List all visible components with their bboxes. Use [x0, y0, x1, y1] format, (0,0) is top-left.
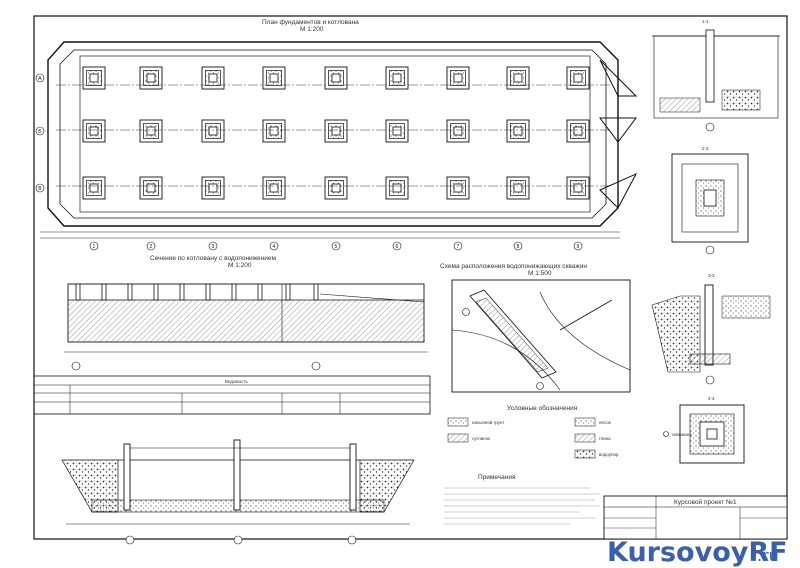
- section-title: Сечение по котловану с водопонижением: [150, 255, 276, 262]
- column-post: [231, 283, 237, 301]
- title-block: Курсовой проект №1: [603, 495, 788, 540]
- column-post: [127, 283, 133, 301]
- foundation-pad: [446, 66, 470, 90]
- pit-cross-section: [61, 439, 415, 545]
- foundation-pad: [446, 119, 470, 143]
- watermark-text: KursovoyRF: [607, 537, 788, 568]
- foundation-pad: [506, 119, 530, 143]
- foundation-pad: [82, 66, 106, 90]
- column-post: [313, 283, 319, 301]
- layout-scale: М 1:500: [528, 270, 552, 277]
- foundation-pad: [201, 119, 225, 143]
- well-layout: Схема расположения водопонижающих скважи…: [440, 263, 631, 393]
- legend-title: Условные обозначения: [507, 404, 578, 412]
- svg-text:водоупор: водоупор: [599, 452, 619, 457]
- foundation-pad: [446, 176, 470, 200]
- foundation-pad: [566, 119, 590, 143]
- foundation-pad: [262, 66, 286, 90]
- sheet-frame: [33, 15, 788, 540]
- svg-text:2: 2: [150, 244, 153, 250]
- notes-title: Примечания: [478, 474, 516, 481]
- excavation-section: Сечение по котловану с водопонижением М …: [64, 255, 428, 371]
- foundation-pad: [566, 176, 590, 200]
- foundation-pad: [82, 119, 106, 143]
- svg-text:1-1: 1-1: [702, 19, 709, 24]
- svg-text:песок: песок: [599, 420, 611, 425]
- foundation-pad: [262, 176, 286, 200]
- svg-text:6: 6: [396, 244, 399, 250]
- section-scale: М 1:200: [228, 262, 252, 269]
- column-post: [205, 283, 211, 301]
- foundation-pad: [385, 66, 409, 90]
- svg-text:3-3: 3-3: [708, 273, 715, 278]
- svg-text:8: 8: [517, 244, 520, 250]
- foundation-pad: [324, 176, 348, 200]
- svg-text:суглинок: суглинок: [472, 436, 490, 441]
- layout-title: Схема расположения водопонижающих скважи…: [440, 263, 587, 270]
- axis-numbers: 1 2 3 4 5 6 7 8 9: [89, 241, 583, 251]
- column-post: [285, 283, 291, 301]
- section-3-3: 3-3: [651, 273, 771, 385]
- svg-text:7: 7: [457, 244, 460, 250]
- section-4-4: 4-4: [679, 396, 745, 464]
- svg-text:4-4: 4-4: [708, 396, 715, 401]
- axis-letter-b: Б: [38, 129, 42, 135]
- foundation-pad: [506, 66, 530, 90]
- svg-text:4: 4: [273, 244, 276, 250]
- foundation-pad: [566, 66, 590, 90]
- svg-text:9: 9: [577, 244, 580, 250]
- plan-scale: М 1:200: [300, 26, 324, 33]
- foundation-pad: [139, 66, 163, 90]
- legend: Условные обозначения насыпной грунт сугл…: [447, 404, 692, 459]
- svg-text:3: 3: [212, 244, 215, 250]
- section-2-2: 2-2: [671, 146, 749, 255]
- watermark: KursovoyRF .ru: [607, 537, 788, 568]
- table-header: Ведомость: [225, 379, 248, 384]
- column-post: [75, 283, 81, 301]
- axis-letter-v: В: [38, 186, 42, 192]
- svg-text:2-2: 2-2: [702, 146, 709, 151]
- plan-title: План фундаментов и котлована: [262, 19, 359, 26]
- svg-text:глина: глина: [599, 436, 611, 441]
- foundation-pad: [385, 176, 409, 200]
- svg-text:5: 5: [335, 244, 338, 250]
- foundation-pad: [506, 176, 530, 200]
- axis-letters: А Б В: [35, 73, 45, 193]
- svg-text:насыпной грунт: насыпной грунт: [472, 419, 505, 425]
- foundation-pad: [139, 176, 163, 200]
- foundation-pad: [201, 176, 225, 200]
- foundation-pad: [139, 119, 163, 143]
- foundation-pad: [262, 119, 286, 143]
- foundation-pad: [324, 66, 348, 90]
- column-post: [153, 283, 159, 301]
- section-1-1: 1-1: [652, 19, 780, 132]
- column-post: [179, 283, 185, 301]
- watermark-suffix: .ru: [757, 546, 779, 565]
- foundation-pad: [82, 176, 106, 200]
- foundation-plan: План фундаментов и котлована М 1:200: [40, 19, 638, 239]
- foundation-pad: [324, 119, 348, 143]
- column-post: [101, 283, 107, 301]
- stamp-title: Курсовой проект №1: [674, 498, 737, 506]
- svg-text:1: 1: [93, 244, 96, 250]
- schedule-table: Ведомость: [33, 375, 431, 415]
- notes: Примечания: [444, 474, 600, 525]
- column-post: [257, 283, 263, 301]
- axis-letter-a: А: [38, 76, 42, 82]
- svg-text:скважина: скважина: [672, 432, 692, 437]
- foundation-pad: [385, 119, 409, 143]
- foundation-pad: [201, 66, 225, 90]
